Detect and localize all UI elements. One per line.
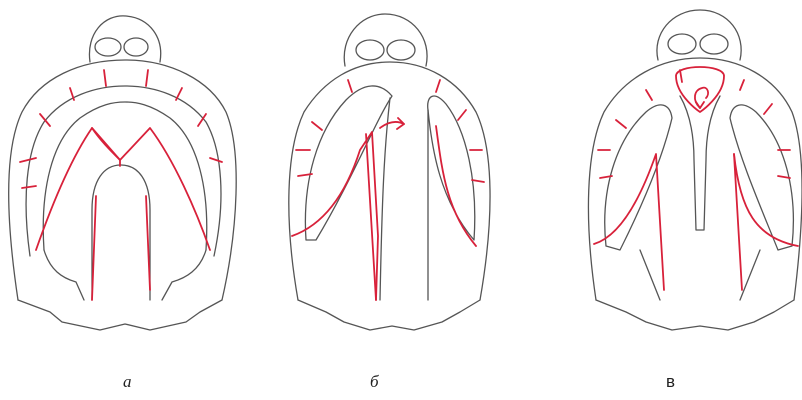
panel-label-b: б bbox=[370, 372, 379, 392]
panel-label-a: а bbox=[123, 372, 132, 392]
panel-a-drawing bbox=[9, 16, 236, 330]
panel-label-v: в bbox=[666, 372, 675, 392]
panel-v-drawing bbox=[588, 10, 802, 330]
panel-b-drawing bbox=[289, 14, 490, 330]
